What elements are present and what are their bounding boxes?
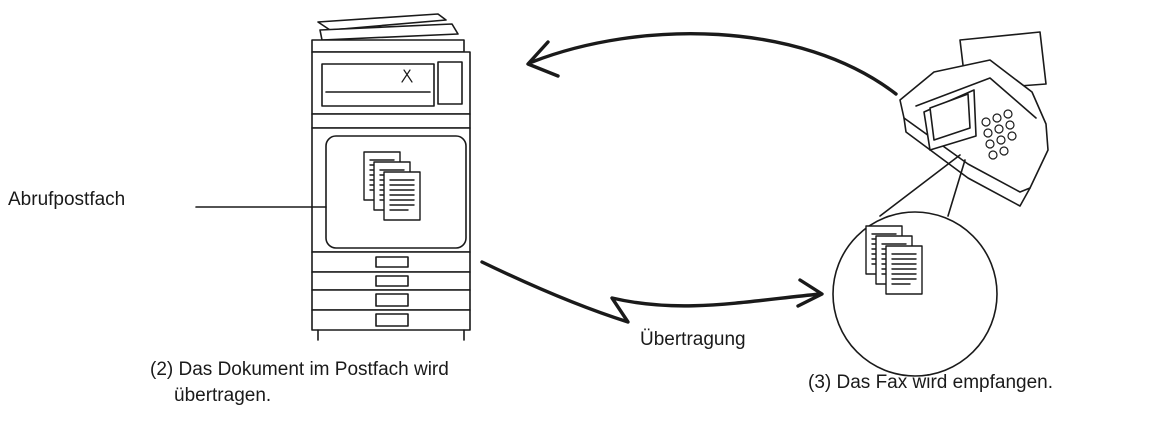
polling-arrowhead [526, 40, 560, 78]
step2-caption-line1: (2) Das Dokument im Postfach wird [150, 359, 449, 380]
fax-machine-icon [899, 31, 1049, 207]
mailbox-label: Abrufpostfach [8, 189, 126, 210]
step2-caption-line2: übertragen. [174, 385, 272, 406]
transmission-arrowhead [796, 278, 824, 308]
polling-arrow [530, 32, 898, 96]
magnifier-pointer-lines [879, 154, 966, 217]
transmission-arrow [480, 260, 822, 324]
step3-caption: (3) Das Fax wird empfangen. [808, 372, 1053, 393]
transfer-label: Übertragung [640, 329, 746, 350]
